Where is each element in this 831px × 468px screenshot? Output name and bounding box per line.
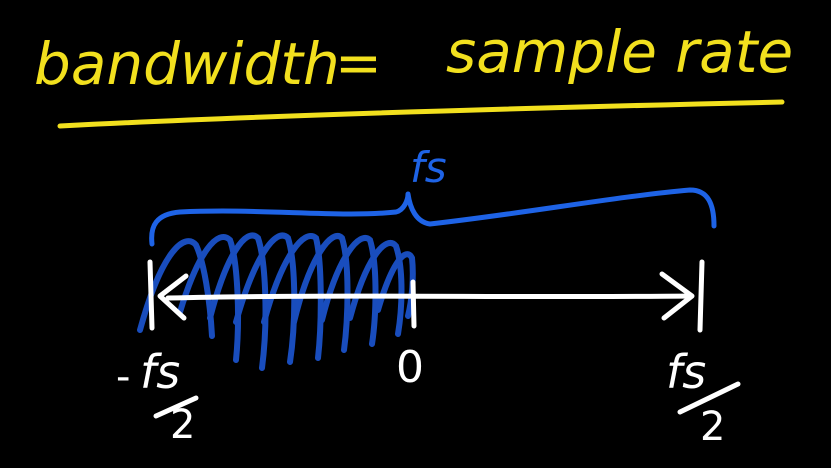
title-equals: = [335,31,382,96]
left-fraction-bar [153,395,199,419]
axis-line [165,293,693,301]
right-label-2: 2 [700,404,725,450]
right-label-fs: fs [666,345,706,399]
left-label-minus: - [116,354,130,400]
right-fraction-bar [677,381,741,415]
center-tick [410,279,417,329]
frequency-axis [147,259,705,333]
left-tick [147,259,155,331]
title-sample-rate: sample rate [446,18,793,86]
brace-label-fs: fs [410,143,447,192]
title-group: bandwidth = sample rate [34,18,793,98]
center-label-0: 0 [396,342,424,393]
right-tick [697,259,705,333]
left-label-2: 2 [170,402,195,448]
left-label-fs: fs [140,345,180,399]
axis-labels: - fs 2 0 fs 2 [116,342,741,450]
title-bandwidth: bandwidth [34,30,340,98]
negative-band-shading [137,232,416,371]
right-arrowhead [659,271,695,321]
title-underline [57,99,785,129]
sample-rate-brace [149,187,717,247]
left-arrowhead [157,273,189,321]
